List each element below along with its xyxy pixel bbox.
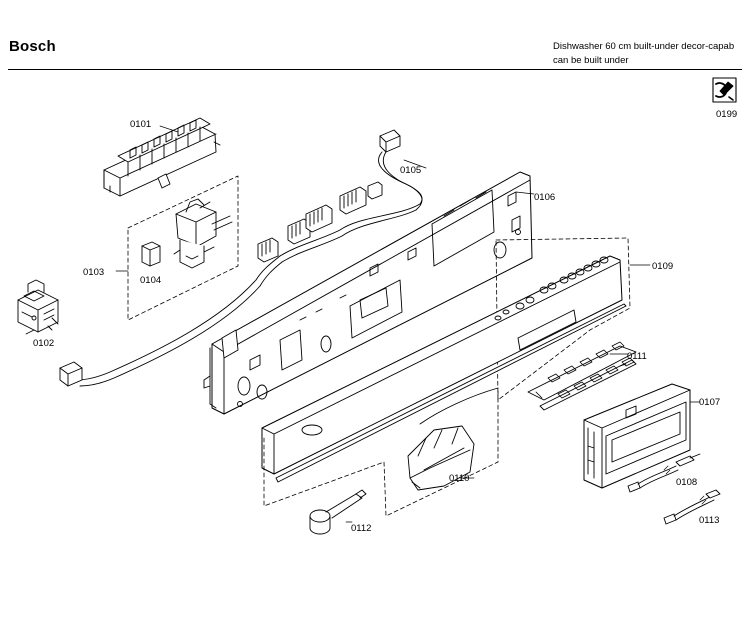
part-0102-component bbox=[17, 279, 59, 333]
label-0106: 0106 bbox=[534, 192, 555, 203]
label-0112: 0112 bbox=[351, 523, 371, 534]
label-0109: 0109 bbox=[652, 261, 673, 272]
part-0106-panel-frame bbox=[203, 171, 533, 415]
label-0111: 0111 bbox=[627, 351, 647, 362]
part-0105-wiring-harness bbox=[59, 129, 423, 387]
diagram-title: Dishwasher 60 cm built-under decor-capab… bbox=[553, 40, 734, 68]
part-0110-button-module bbox=[407, 425, 475, 491]
label-0101: 0101 bbox=[130, 119, 151, 130]
label-0113: 0113 bbox=[699, 515, 719, 526]
title-line-2: can be built under bbox=[553, 55, 629, 66]
part-labels: 0101 0102 0103 0104 0105 0106 0107 0108 … bbox=[33, 109, 737, 534]
part-0103-group bbox=[115, 175, 239, 321]
leader-lines bbox=[25, 125, 535, 335]
part-0108-cable bbox=[627, 453, 701, 493]
part-0113-cable bbox=[663, 489, 721, 525]
label-0102: 0102 bbox=[33, 338, 54, 349]
label-0105: 0105 bbox=[400, 165, 421, 176]
label-0104: 0104 bbox=[140, 275, 161, 286]
part-fascia-panel bbox=[261, 255, 627, 517]
service-manual-icon bbox=[712, 77, 737, 103]
label-0110: 0110 bbox=[449, 473, 469, 484]
brand-logo-text: Bosch bbox=[9, 38, 56, 55]
part-0112-knob bbox=[309, 489, 367, 535]
part-0107-display-module bbox=[583, 383, 701, 489]
label-0103: 0103 bbox=[83, 267, 104, 278]
part-0111-switch-contacts bbox=[527, 341, 637, 411]
label-0108: 0108 bbox=[676, 477, 697, 488]
title-line-1: Dishwasher 60 cm built-under decor-capab bbox=[553, 41, 735, 52]
part-0101-control-module bbox=[103, 117, 221, 197]
part-0109-fascia-group bbox=[495, 237, 651, 401]
label-0199: 0199 bbox=[716, 109, 737, 120]
label-0107: 0107 bbox=[699, 397, 720, 408]
header-rule bbox=[8, 69, 742, 70]
